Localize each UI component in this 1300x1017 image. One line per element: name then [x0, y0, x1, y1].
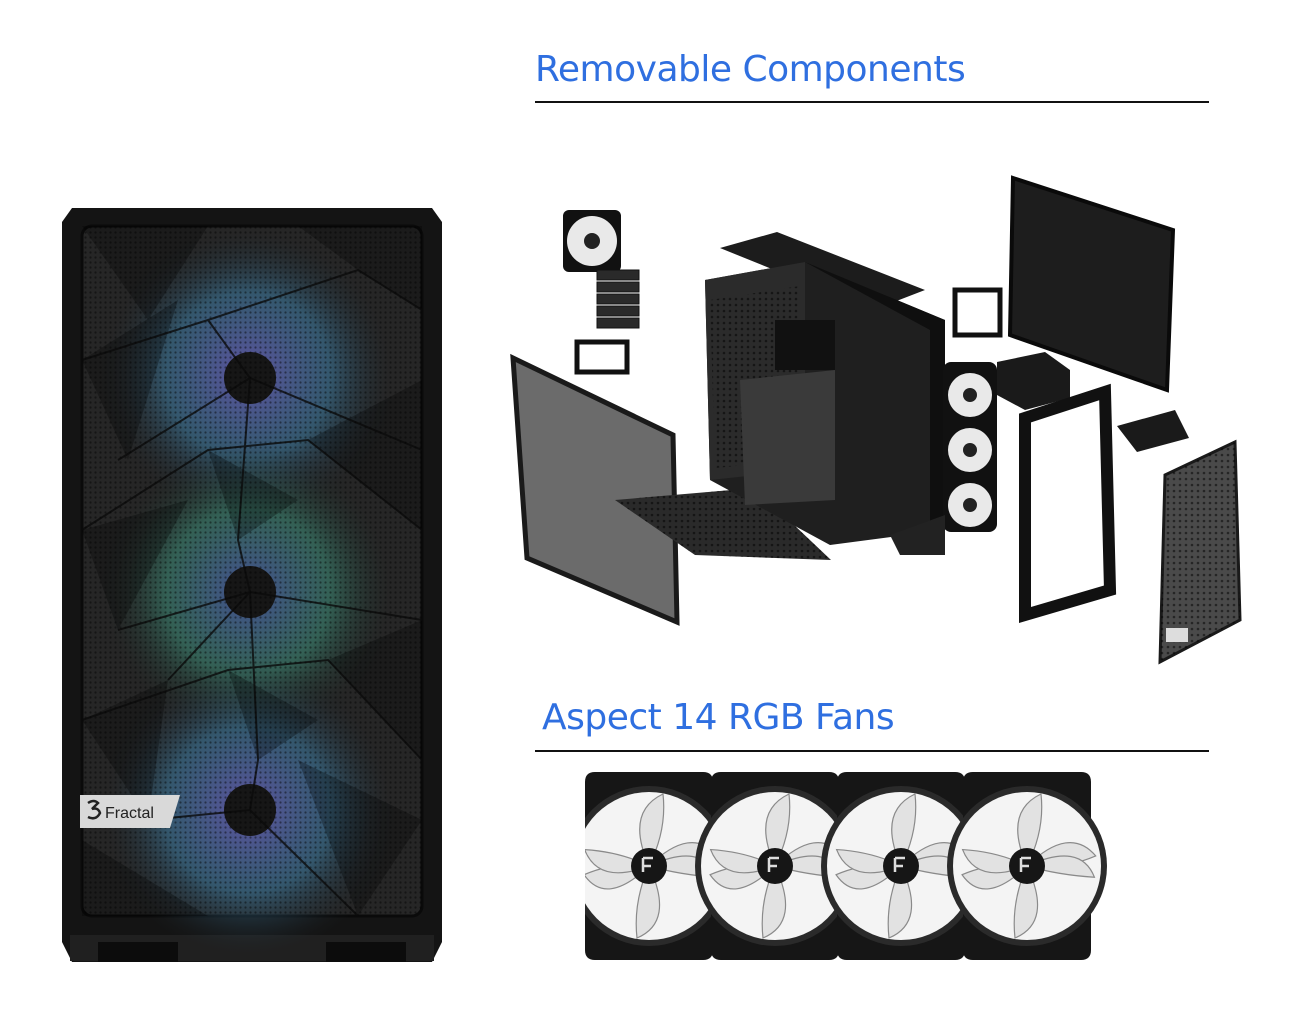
case-front-image: Fractal: [62, 208, 442, 962]
section-divider-fans: [535, 750, 1209, 752]
fans-image: [585, 772, 1109, 960]
exploded-components-image: [510, 175, 1242, 665]
section-title-fans: Aspect 14 RGB Fans: [542, 697, 895, 738]
case-logo-text: Fractal: [105, 805, 154, 822]
section-divider-removable: [535, 101, 1209, 103]
section-title-removable: Removable Components: [535, 49, 966, 90]
